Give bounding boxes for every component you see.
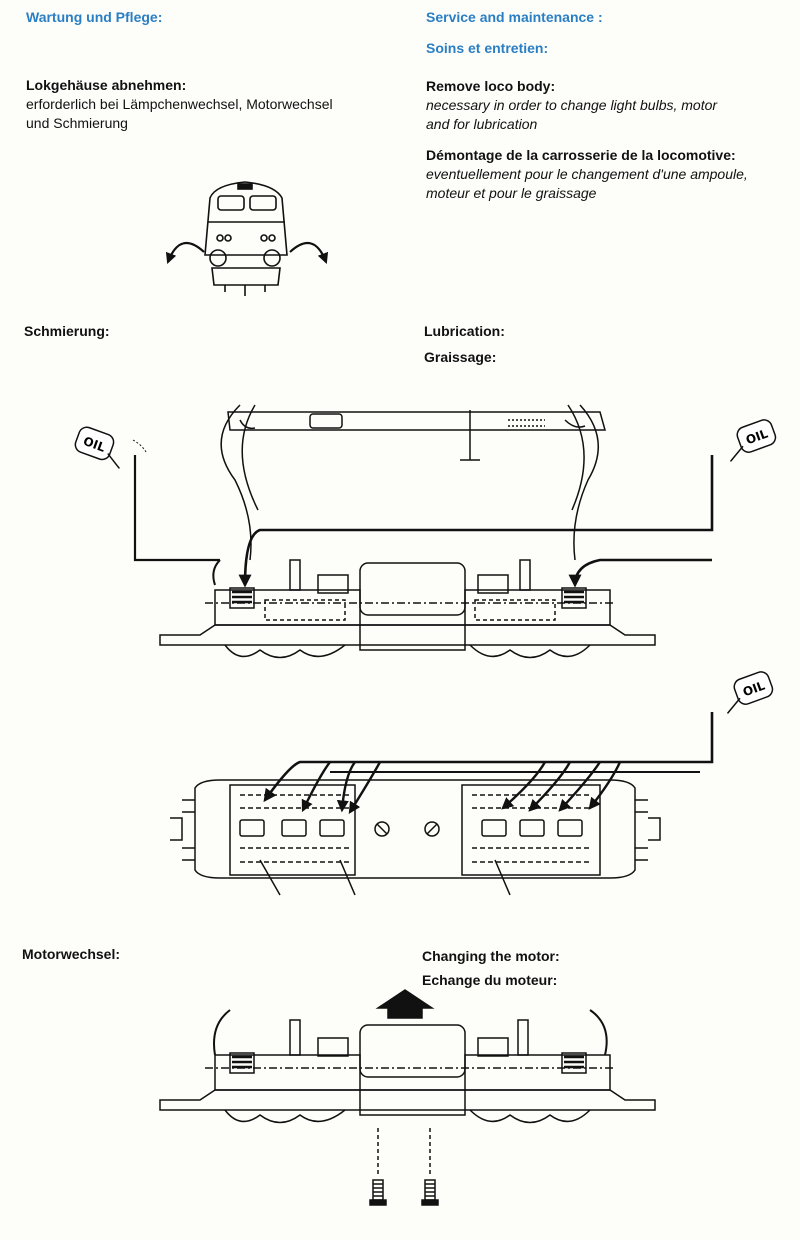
motor-title-en: Changing the motor: [422,948,560,964]
screw-icon [369,1179,387,1206]
body-removal-text-en-1: necessary in order to change light bulbs… [426,97,718,113]
motor-change-view [159,989,656,1206]
screw-icon [421,1179,439,1206]
body-removal-text-en-2: and for lubrication [426,116,538,132]
body-removal-title-de: Lokgehäuse abnehmen: [26,77,187,93]
heading-fr: Soins et entretien: [426,40,549,56]
oil-can-icon: OIL [726,671,774,714]
body-removal-title-fr: Démontage de la carrosserie de la locomo… [426,147,736,163]
lubrication-side-view [133,404,714,659]
body-removal-text-de-1: erforderlich bei Lämpchenwechsel, Motorw… [26,96,333,112]
body-removal-text-de-2: und Schmierung [26,115,128,131]
heading-de: Wartung und Pflege: [26,9,163,25]
lubrication-title-en: Lubrication: [424,323,505,339]
lubrication-title-fr: Graissage: [424,349,497,365]
body-removal-title-en: Remove loco body: [426,78,556,94]
body-removal-text-fr-1: eventuellement pour le changement d'une … [426,166,748,182]
oil-can-icon: OIL [74,426,120,469]
oil-can-icon: OIL [729,419,777,462]
up-arrow-icon [375,989,435,1019]
locomotive-front-icon [165,181,329,296]
lubrication-top-view [170,712,714,896]
heading-en: Service and maintenance : [426,9,603,25]
lubrication-title-de: Schmierung: [24,323,110,339]
body-removal-text-fr-2: moteur et pour le graissage [426,185,597,201]
motor-title-fr: Echange du moteur: [422,972,558,988]
motor-title-de: Motorwechsel: [22,946,121,962]
